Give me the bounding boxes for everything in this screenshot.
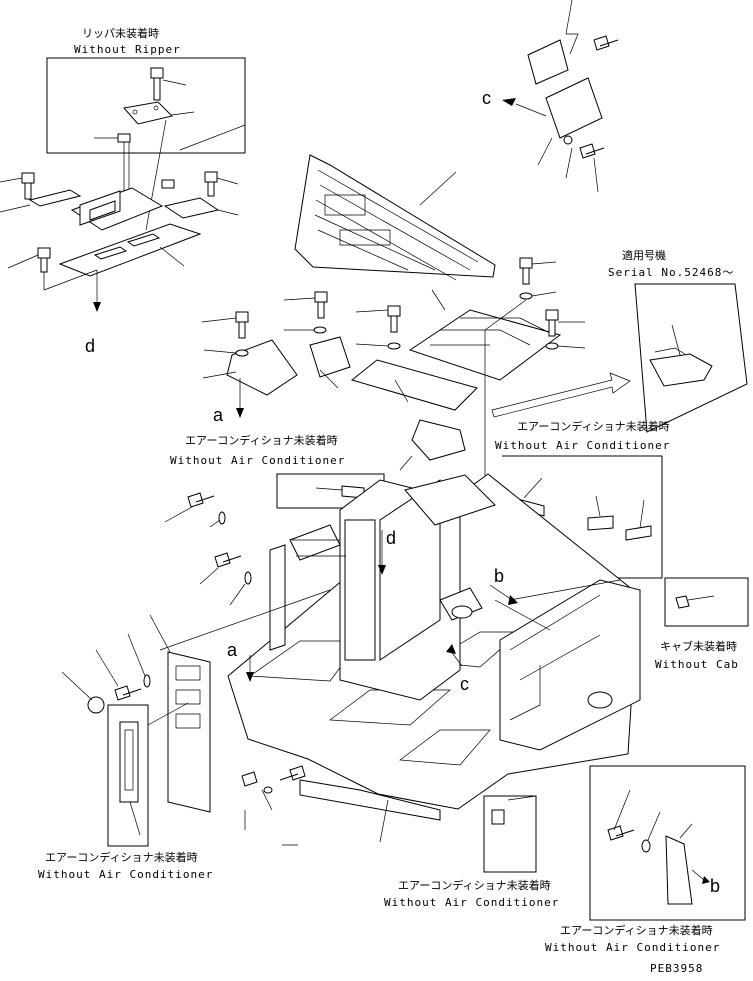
ac-label-jp-5: エアーコンディショナ未装着時 bbox=[560, 923, 713, 937]
callout-b-bottom: b bbox=[710, 876, 720, 896]
floor-plate-lower bbox=[350, 359, 478, 411]
rear-grille-panel bbox=[294, 154, 496, 281]
serial-label-en: Serial No.52468～ bbox=[608, 266, 734, 279]
callout-a-top: a bbox=[213, 405, 224, 425]
callout-d: d bbox=[85, 336, 95, 356]
ac-cover-frame bbox=[589, 765, 746, 921]
ac-label-en-3: Without Air Conditioner bbox=[38, 868, 213, 881]
main-floor-frame: a d b c bbox=[159, 473, 641, 843]
bottom-right-ac-group: b bbox=[589, 765, 746, 921]
ac-label-jp-2: エアーコンディショナ未装着時 bbox=[517, 419, 670, 433]
side-panel-left bbox=[269, 544, 286, 651]
without-ripper-group: リッパ未装着時 Without Ripper bbox=[46, 26, 246, 231]
cover-c bbox=[545, 77, 603, 139]
without-ripper-label-en: Without Ripper bbox=[74, 43, 181, 56]
cover-group-c: c bbox=[482, 0, 619, 193]
cab-label-en: Without Cab bbox=[655, 658, 739, 671]
cover-a bbox=[226, 339, 298, 396]
cover-small bbox=[309, 336, 351, 378]
arrow-d bbox=[93, 302, 101, 312]
serial-bracket bbox=[649, 353, 713, 387]
plate bbox=[123, 101, 173, 125]
callout-d-main: d bbox=[386, 528, 396, 548]
ac-label-jp-1: エアーコンディショナ未装着時 bbox=[185, 433, 338, 447]
callout-c-main: c bbox=[460, 674, 469, 694]
ac-panel-frame-left bbox=[107, 704, 149, 847]
bracket-mid bbox=[411, 419, 466, 461]
ac-label-en-5: Without Air Conditioner bbox=[545, 941, 720, 954]
ac-label-en-4: Without Air Conditioner bbox=[384, 896, 559, 909]
side-panel-a bbox=[167, 651, 211, 813]
bracket-plate bbox=[58, 223, 202, 277]
ac-label-en-1: Without Air Conditioner bbox=[170, 454, 345, 467]
floor-plate-group: a bbox=[201, 257, 631, 790]
left-side-parts bbox=[61, 492, 306, 847]
bolt bbox=[150, 67, 164, 101]
floor-bracket-assembly: d bbox=[0, 171, 239, 356]
drawing-number: PEB3958 bbox=[650, 962, 703, 975]
serial-frame bbox=[634, 283, 748, 433]
serial-group: 適用号機 Serial No.52468～ bbox=[608, 248, 748, 433]
grille-outline bbox=[294, 154, 496, 278]
callout-a-main: a bbox=[227, 640, 238, 660]
bottom-center-ac-group bbox=[483, 795, 537, 873]
cab-frame bbox=[664, 577, 749, 627]
cab-label-jp: キャブ未装着時 bbox=[660, 639, 737, 653]
callout-c-top: c bbox=[482, 88, 491, 108]
ac-cover bbox=[665, 835, 693, 905]
ac-label-en-2: Without Air Conditioner bbox=[495, 439, 670, 452]
callout-b-main: b bbox=[494, 566, 504, 586]
without-ripper-frame bbox=[46, 57, 246, 154]
ac-label-jp-3: エアーコンディショナ未装着時 bbox=[45, 850, 198, 864]
ac-label-jp-4: エアーコンディショナ未装着時 bbox=[398, 878, 551, 892]
small-cover bbox=[527, 39, 569, 85]
plug bbox=[117, 133, 131, 143]
serial-label-jp: 適用号機 bbox=[622, 248, 666, 262]
cab-group: キャブ未装着時 Without Cab bbox=[655, 577, 749, 671]
without-ripper-label-jp: リッパ未装着時 bbox=[82, 26, 159, 40]
ac-plug-frame bbox=[483, 795, 537, 873]
